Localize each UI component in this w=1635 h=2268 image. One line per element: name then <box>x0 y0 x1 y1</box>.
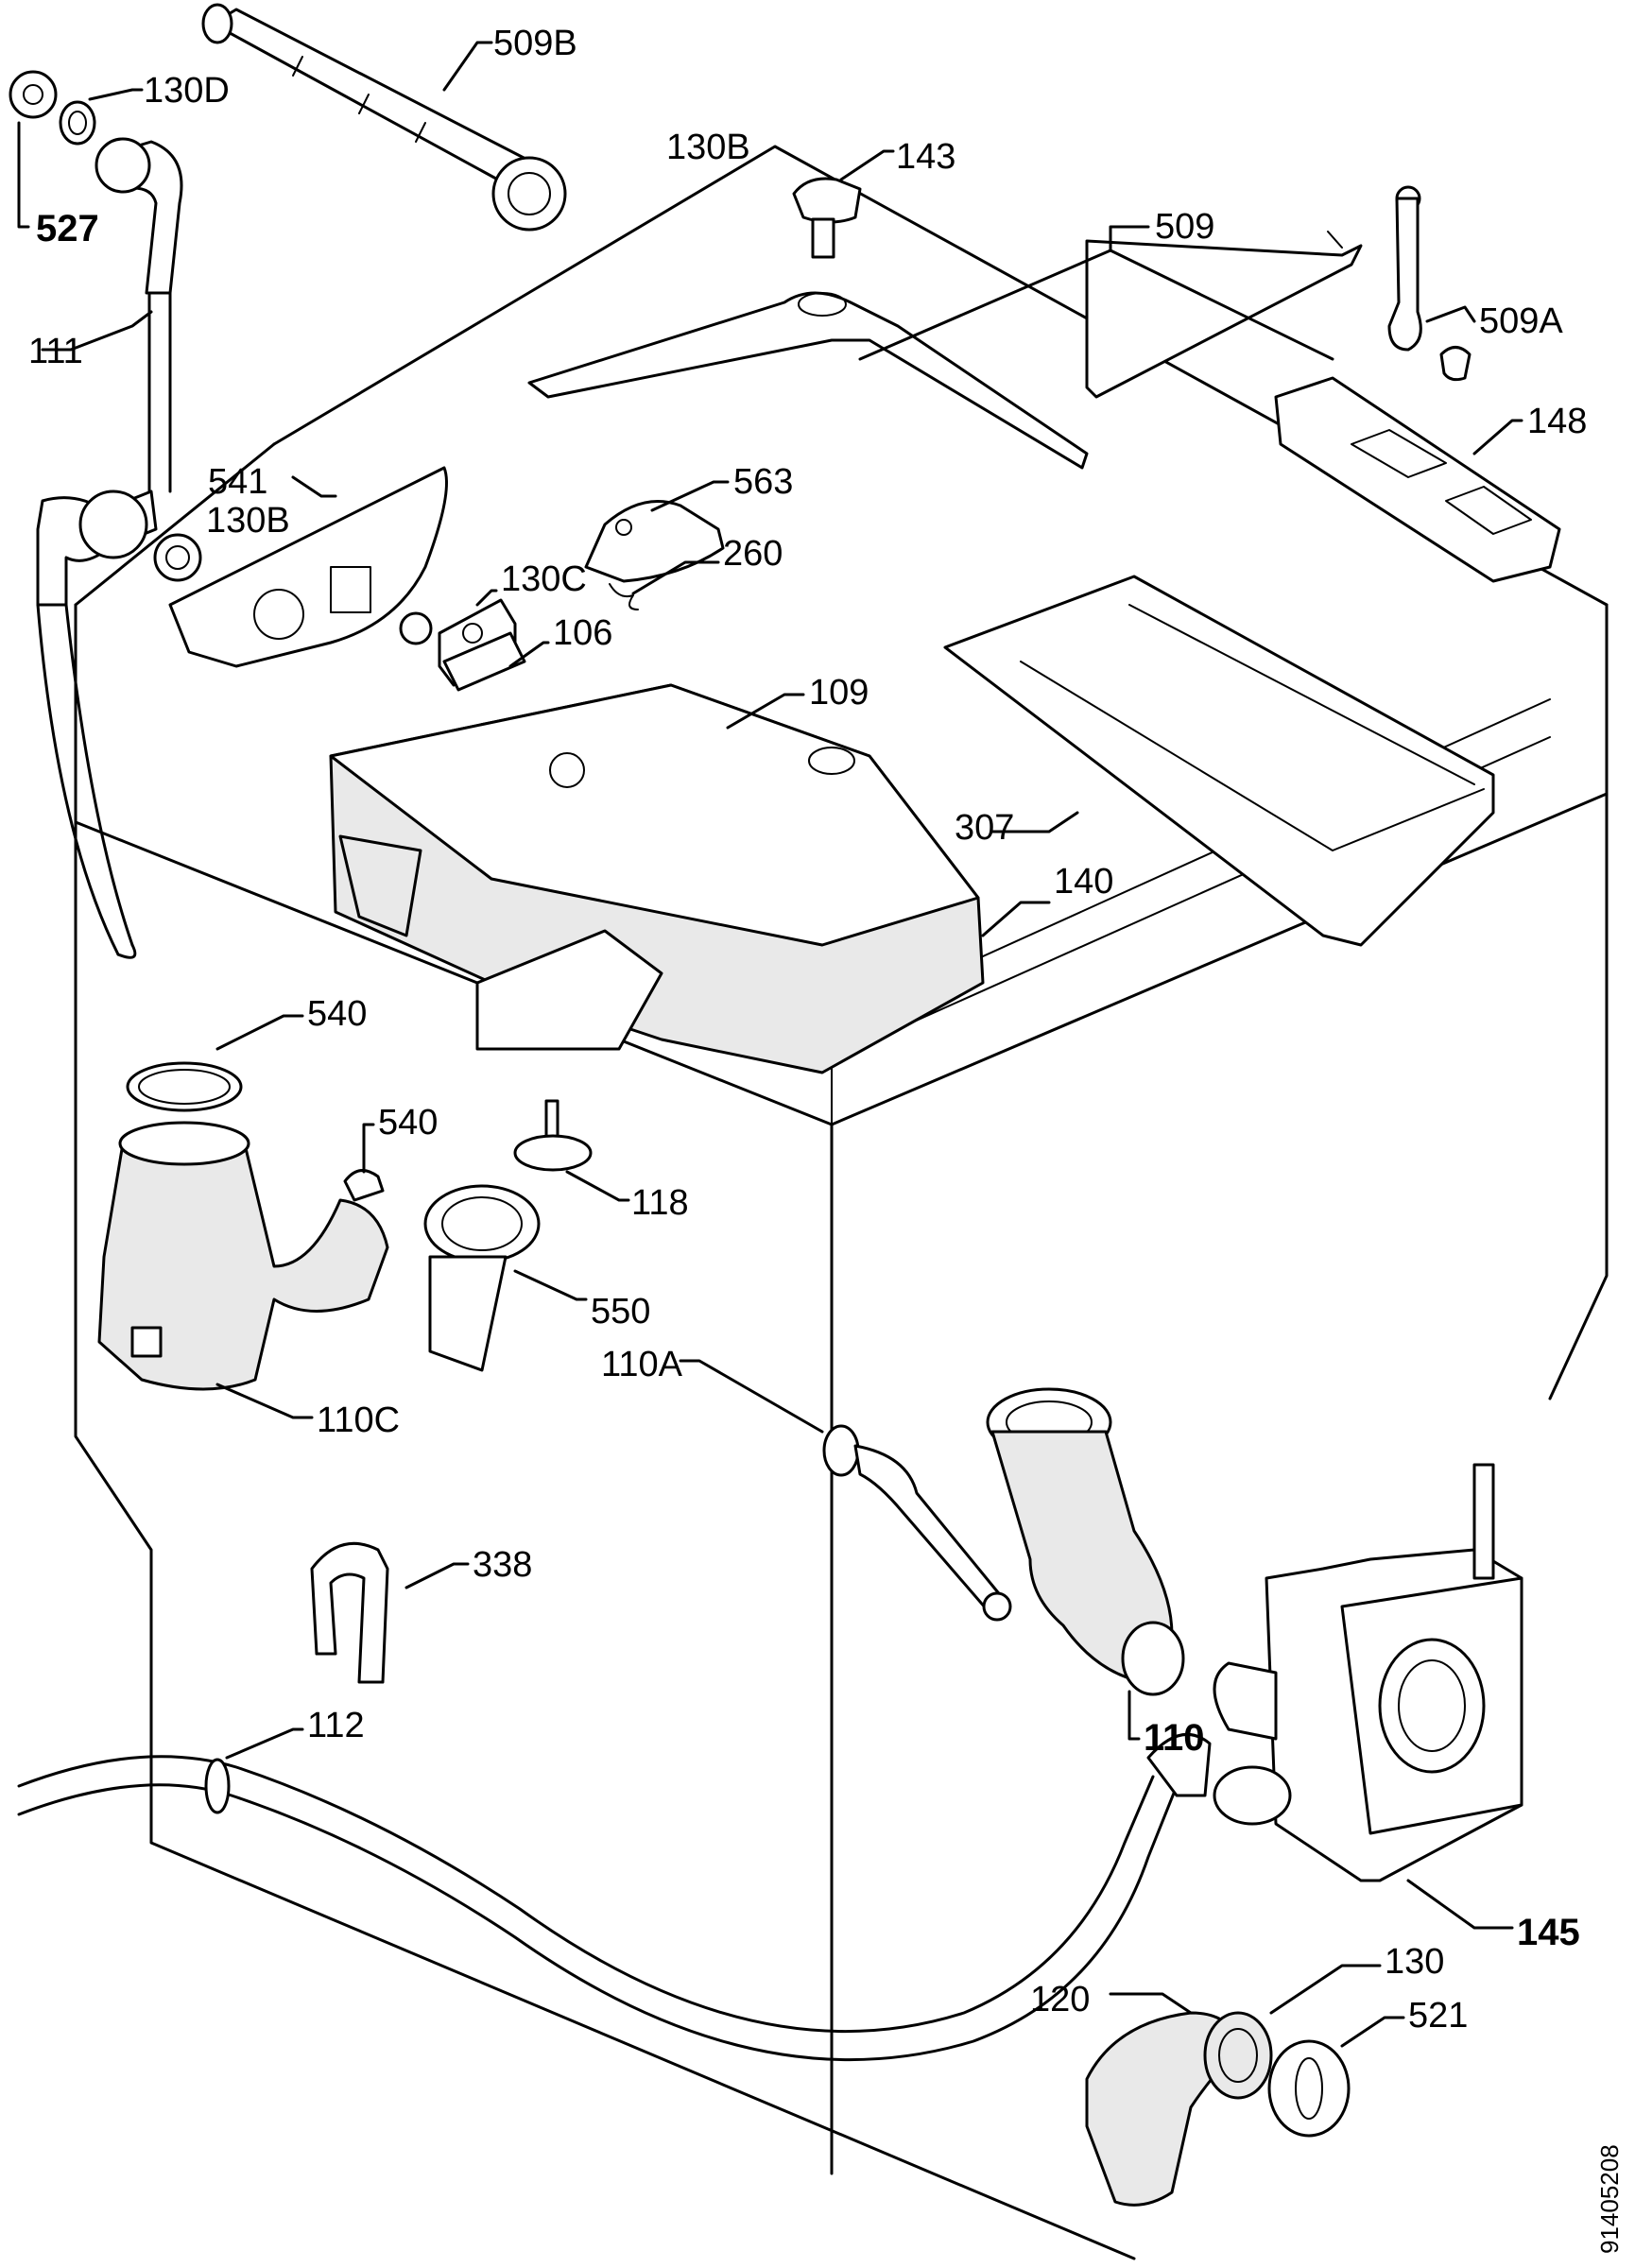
label-509a: 509A <box>1479 301 1563 341</box>
part-109-140-dispenser-housing <box>329 683 1051 1074</box>
label-130b-mid: 130B <box>206 501 290 541</box>
part-527-and-130d <box>9 70 144 229</box>
part-130c-and-106 <box>399 589 550 692</box>
part-148-flap <box>1274 376 1561 583</box>
part-118-impeller <box>513 1099 630 1202</box>
label-540-mid: 540 <box>378 1103 438 1143</box>
part-509b-inlet-hose <box>201 3 567 232</box>
label-130c: 130C <box>501 559 587 599</box>
label-140: 140 <box>1054 862 1113 902</box>
part-563-and-260 <box>584 480 730 610</box>
label-541: 541 <box>208 462 267 502</box>
part-111-inlet-hose <box>36 137 183 959</box>
label-110c: 110C <box>317 1400 400 1440</box>
part-112-drain-hose <box>17 1727 1212 2062</box>
label-521: 521 <box>1408 1996 1468 2036</box>
label-540-top: 540 <box>307 994 367 1034</box>
label-148: 148 <box>1527 402 1587 441</box>
part-130-seal <box>1203 1964 1382 2100</box>
label-509: 509 <box>1155 207 1214 247</box>
label-550: 550 <box>591 1292 650 1332</box>
part-338-clip <box>310 1541 470 1684</box>
part-130b-mid-nut <box>153 533 202 582</box>
label-145: 145 <box>1517 1912 1580 1953</box>
label-527: 527 <box>36 208 99 249</box>
label-338: 338 <box>473 1545 532 1585</box>
label-307: 307 <box>955 808 1014 848</box>
label-112: 112 <box>307 1706 365 1745</box>
label-109: 109 <box>809 673 869 713</box>
label-130b-top: 130B <box>666 128 750 167</box>
part-550-clip <box>423 1184 588 1372</box>
label-118: 118 <box>631 1183 689 1223</box>
part-143-knob <box>792 149 895 259</box>
part-145-pump <box>1213 1463 1523 1930</box>
label-120: 120 <box>1030 1980 1090 2019</box>
label-563: 563 <box>733 462 793 502</box>
label-260: 260 <box>723 534 783 574</box>
label-110: 110 <box>1144 1717 1205 1759</box>
label-130: 130 <box>1385 1942 1444 1982</box>
part-541-panel <box>168 466 448 668</box>
part-110a-small-hose <box>679 1359 1012 1622</box>
part-110-bellows <box>986 1387 1185 1741</box>
part-540-top-clamp <box>126 1014 304 1112</box>
part-labels: 509B 130D 130B 143 509 527 509A 111 148 … <box>28 24 1624 2254</box>
part-509-arms <box>527 225 1363 470</box>
label-130d: 130D <box>144 71 230 111</box>
label-509b: 509B <box>493 24 577 63</box>
document-id: 91405208 <box>1595 2144 1624 2254</box>
part-540-mid-clamp <box>343 1123 385 1202</box>
label-106: 106 <box>553 613 612 653</box>
label-110a: 110A <box>601 1345 683 1384</box>
label-143: 143 <box>896 137 955 177</box>
part-509a-lever <box>1387 185 1476 382</box>
part-307-drawer <box>943 575 1495 947</box>
part-110c-bellows <box>97 1121 389 1419</box>
label-111: 111 <box>28 332 83 371</box>
part-521-cap <box>1267 2016 1405 2138</box>
